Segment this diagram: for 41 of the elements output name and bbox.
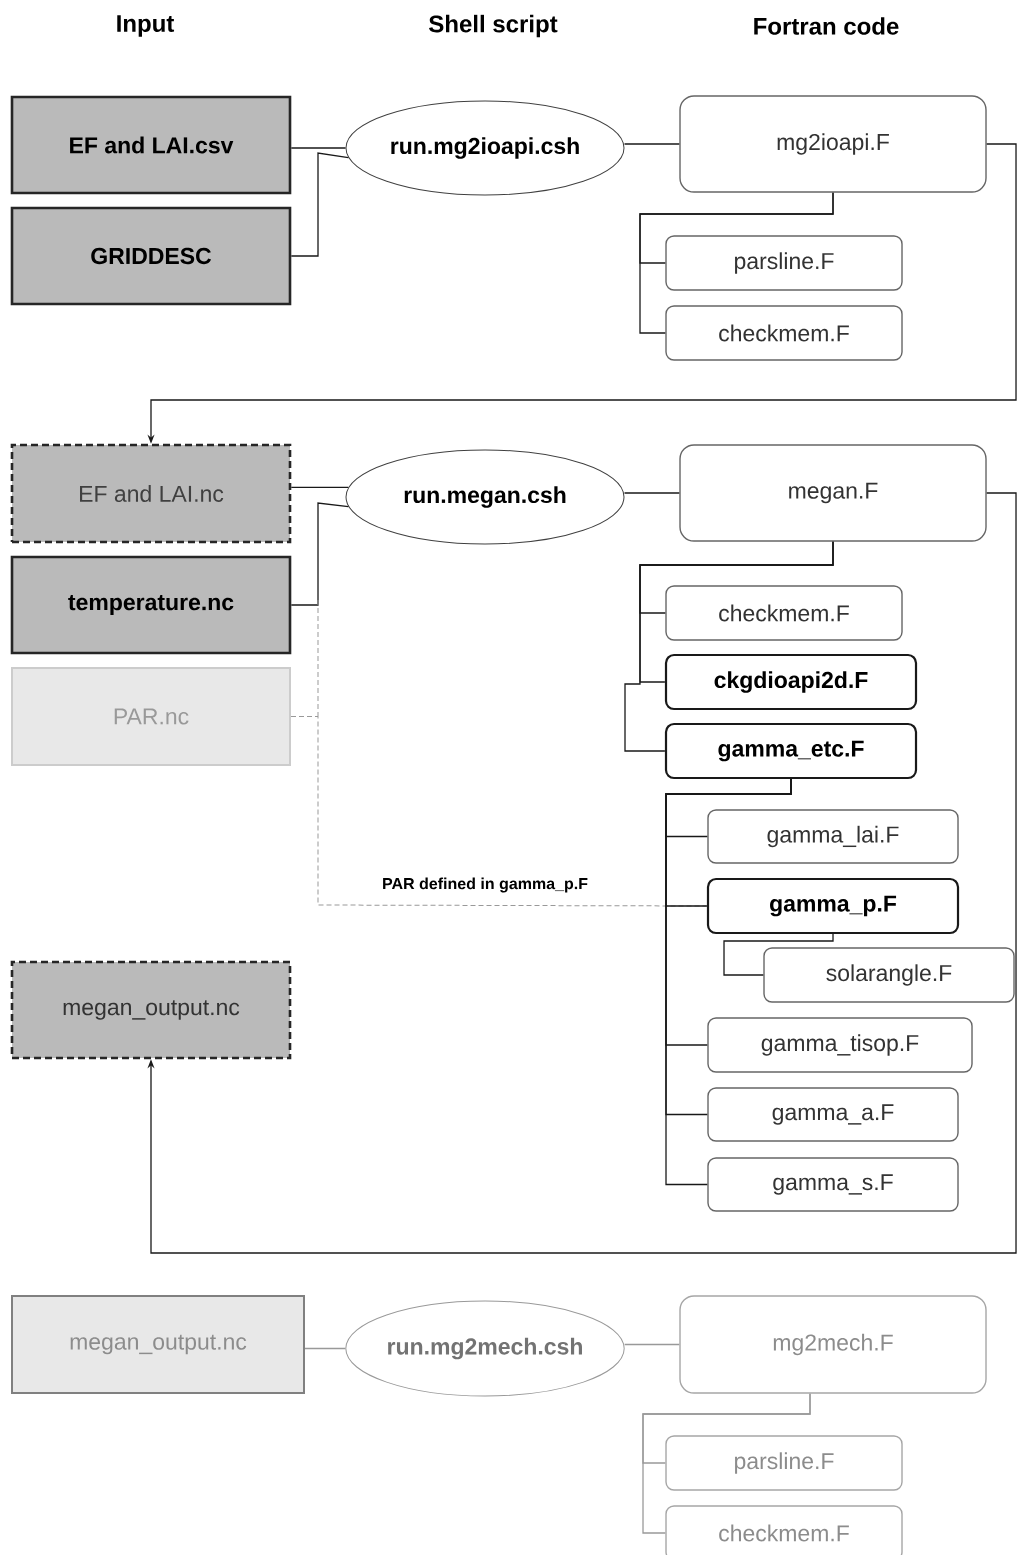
code-box: parsline.F [665, 1435, 903, 1491]
connector [665, 778, 792, 1186]
code-box: gamma_p.F [706, 877, 960, 935]
code-box: ckgdioapi2d.F [664, 653, 918, 711]
connector [290, 147, 347, 149]
connector [624, 541, 834, 752]
connector [290, 502, 349, 606]
code-box: checkmem.F [665, 1505, 903, 1555]
input-file-box: PAR.nc [11, 667, 291, 766]
input-file-box: EF and LAI.nc [10, 443, 292, 544]
column-heading: Shell script [429, 14, 558, 38]
code-box: checkmem.F [665, 585, 903, 641]
code-box: solarangle.F [763, 947, 1015, 1003]
connector [642, 1393, 811, 1534]
connector [639, 192, 834, 334]
code-box: mg2mech.F [679, 1295, 987, 1394]
output-file-box: megan_output.nc [11, 1295, 305, 1394]
input-file-box: EF and LAI.csv [10, 95, 292, 195]
column-heading: Fortran code [754, 17, 899, 35]
connector [290, 152, 349, 257]
column-heading: Input [117, 15, 175, 37]
input-file-box: temperature.nc [10, 555, 292, 655]
arrow [147, 492, 1017, 1254]
code-box: gamma_s.F [707, 1157, 959, 1212]
connector [723, 933, 834, 976]
code-box: gamma_etc.F [664, 722, 918, 780]
code-box: gamma_tisop.F [707, 1017, 973, 1073]
code-box: mg2ioapi.F [679, 95, 987, 193]
connector [304, 1347, 346, 1350]
output-file-box: megan_output.nc [10, 960, 292, 1060]
connector [290, 486, 349, 489]
input-file-box: GRIDDESC [10, 206, 292, 306]
code-box: checkmem.F [665, 305, 903, 361]
code-box: gamma_lai.F [707, 809, 959, 864]
connector [623, 143, 680, 145]
edge-label: PAR defined in gamma_p.F [381, 876, 589, 894]
connector [623, 492, 680, 494]
code-box: parsline.F [665, 235, 903, 291]
connector [624, 1343, 680, 1346]
code-box: gamma_a.F [707, 1087, 959, 1142]
code-box: megan.F [679, 444, 987, 542]
